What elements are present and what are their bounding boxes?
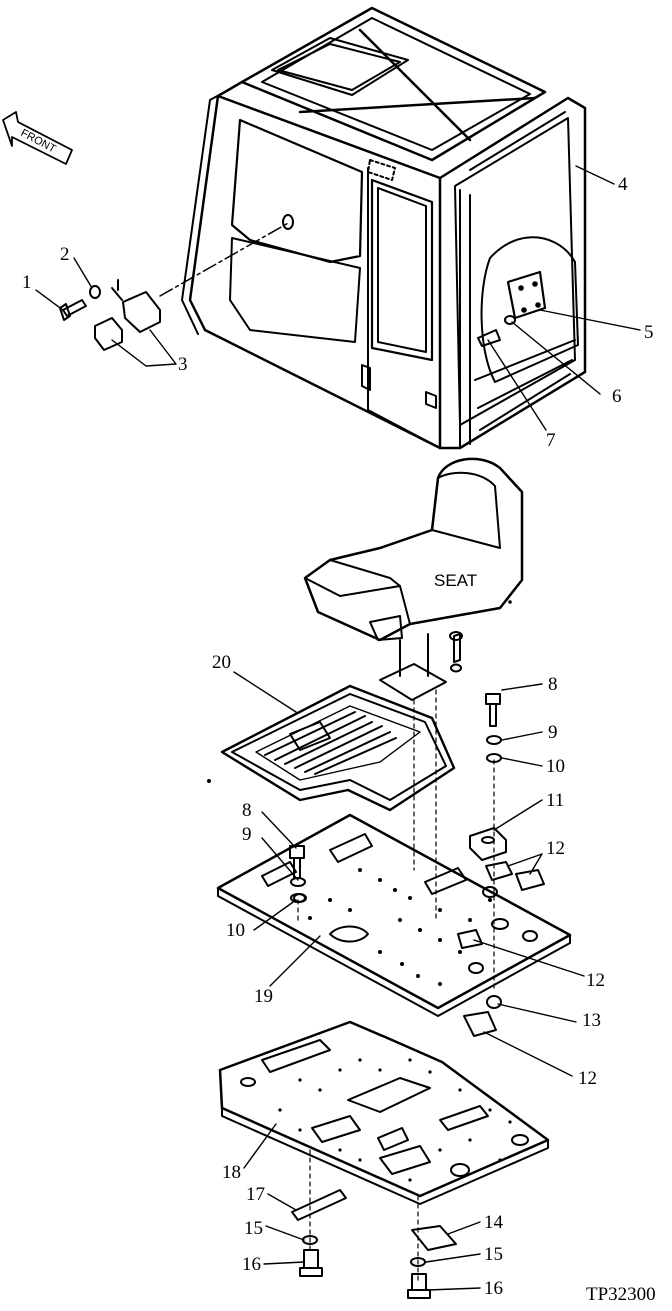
mounting-centerlines <box>297 689 495 1281</box>
bracket-part-14 <box>411 1225 457 1251</box>
callout-17: 17 <box>246 1184 265 1205</box>
washers-part-15 <box>302 1235 426 1267</box>
callout-15b: 15 <box>484 1244 503 1265</box>
floor-plate-part-19 <box>216 813 572 1017</box>
callout-16b: 16 <box>484 1278 503 1299</box>
callout-12c: 12 <box>578 1068 597 1089</box>
callout-3: 3 <box>178 354 188 375</box>
callout-9b: 9 <box>242 824 252 845</box>
callout-20: 20 <box>212 652 231 673</box>
callout-16a: 16 <box>242 1254 261 1275</box>
bracket-part-17 <box>291 1189 347 1221</box>
callout-18: 18 <box>222 1162 241 1183</box>
seat-label: SEAT <box>434 571 477 590</box>
callout-10b: 10 <box>226 920 245 941</box>
callout-14: 14 <box>484 1212 504 1233</box>
callout-5: 5 <box>644 322 654 343</box>
callout-13: 13 <box>582 1010 601 1031</box>
callout-7: 7 <box>546 430 556 451</box>
floor-mat-part-20 <box>220 684 456 812</box>
callout-2: 2 <box>60 244 70 265</box>
washer-part-2 <box>89 285 101 299</box>
callout-8b: 8 <box>242 800 252 821</box>
floor-plate-part-18 <box>218 1020 550 1205</box>
stray-dot <box>508 600 512 604</box>
callout-12a: 12 <box>546 838 565 859</box>
callout-1: 1 <box>22 272 32 293</box>
callout-9a: 9 <box>548 722 558 743</box>
figure-code: TP32300 <box>586 1284 656 1305</box>
callout-15a: 15 <box>244 1218 263 1239</box>
callout-6: 6 <box>612 386 622 407</box>
callout-8a: 8 <box>548 674 558 695</box>
front-arrow-icon: FRONT <box>2 111 73 165</box>
callouts: 1 2 3 4 5 6 7 8 9 10 8 9 10 11 12 12 12 … <box>22 174 656 1305</box>
leader-lines <box>35 165 641 1291</box>
bolts-part-16 <box>299 1249 431 1299</box>
bolt-part-1 <box>59 299 87 321</box>
callout-10a: 10 <box>546 756 565 777</box>
callout-4: 4 <box>618 174 628 195</box>
bolt-part-8-right <box>485 693 502 763</box>
seat: SEAT <box>303 457 524 701</box>
cab-assembly <box>159 6 587 450</box>
damper-parts-11-12 <box>457 827 545 1037</box>
callout-11: 11 <box>546 790 564 811</box>
damper-part-3 <box>94 279 161 351</box>
front-label: FRONT <box>19 127 58 156</box>
callout-19: 19 <box>254 986 273 1007</box>
callout-12b: 12 <box>586 970 605 991</box>
stray-dot <box>207 779 211 783</box>
